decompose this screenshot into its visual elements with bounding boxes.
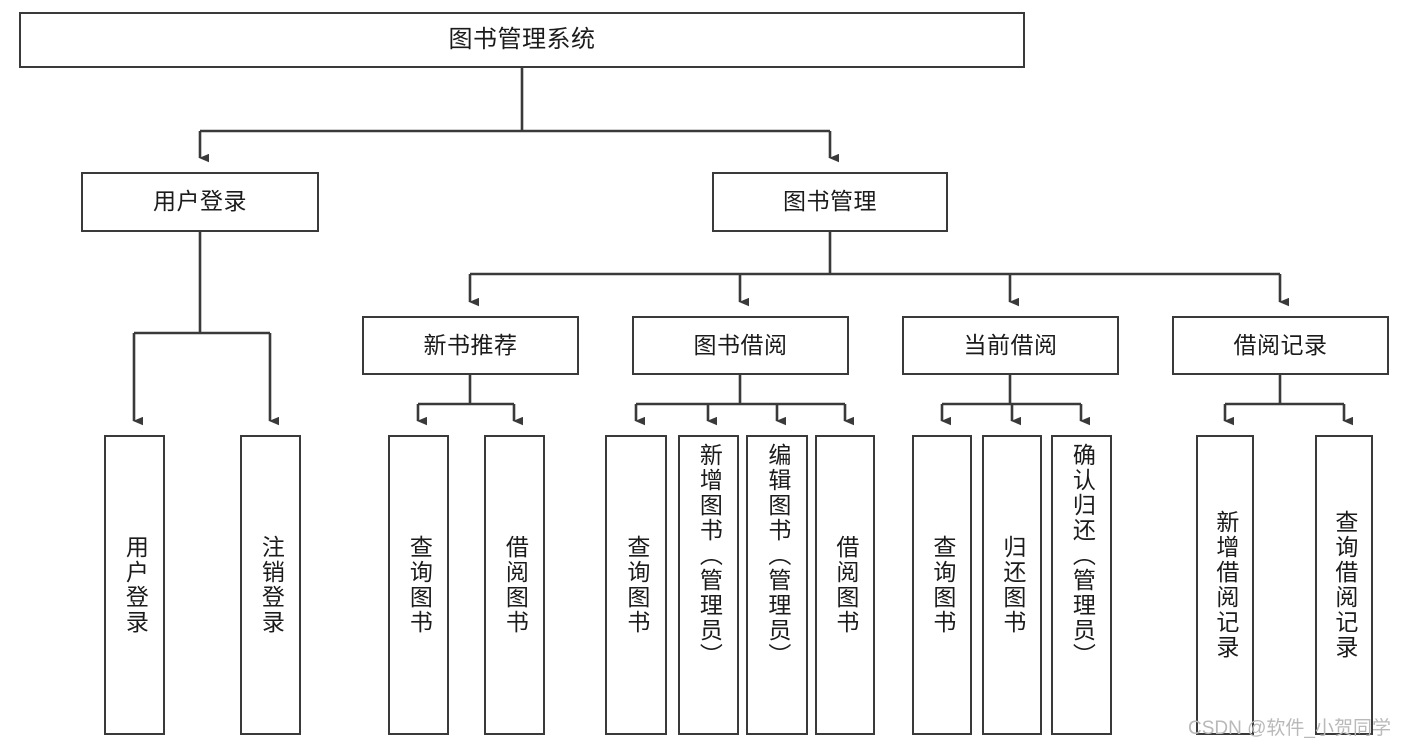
node-leaf-12[interactable]: 查询借阅记录 bbox=[1315, 435, 1373, 735]
node-label: 查询图书 bbox=[929, 535, 956, 635]
node-leaf-7[interactable]: 借阅图书 bbox=[815, 435, 875, 735]
node-leaf-10[interactable]: 确认归还（管理员） bbox=[1051, 435, 1112, 735]
node-label: 用户登录 bbox=[153, 188, 247, 215]
node-leaf-9[interactable]: 归还图书 bbox=[982, 435, 1042, 735]
node-label: 编辑图书（管理员） bbox=[764, 443, 791, 668]
node-label: 查询借阅记录 bbox=[1331, 510, 1358, 660]
node-label: 图书管理系统 bbox=[448, 25, 596, 53]
node-label: 借阅图书 bbox=[832, 535, 859, 635]
node-label: 新书推荐 bbox=[423, 331, 518, 358]
node-label: 当前借阅 bbox=[963, 331, 1058, 358]
node-branch-0[interactable]: 用户登录 bbox=[81, 172, 319, 232]
node-branch-2[interactable]: 当前借阅 bbox=[902, 316, 1119, 375]
node-label: 图书借阅 bbox=[693, 331, 788, 358]
node-label: 新增借阅记录 bbox=[1212, 510, 1239, 660]
node-label: 注销登录 bbox=[258, 535, 285, 635]
node-label: 查询图书 bbox=[406, 535, 433, 635]
node-label: 查询图书 bbox=[623, 535, 650, 635]
node-label: 用户登录 bbox=[122, 535, 149, 635]
node-branch-0[interactable]: 新书推荐 bbox=[362, 316, 579, 375]
node-label: 归还图书 bbox=[999, 535, 1026, 635]
node-leaf-2[interactable]: 查询图书 bbox=[388, 435, 449, 735]
node-leaf-8[interactable]: 查询图书 bbox=[912, 435, 972, 735]
node-leaf-3[interactable]: 借阅图书 bbox=[484, 435, 545, 735]
node-leaf-5[interactable]: 新增图书（管理员） bbox=[678, 435, 739, 735]
node-leaf-6[interactable]: 编辑图书（管理员） bbox=[746, 435, 808, 735]
node-leaf-1[interactable]: 注销登录 bbox=[240, 435, 301, 735]
node-label: 新增图书（管理员） bbox=[696, 443, 723, 668]
node-branch-3[interactable]: 借阅记录 bbox=[1172, 316, 1389, 375]
node-label: 确认归还（管理员） bbox=[1069, 443, 1096, 668]
node-root-system[interactable]: 图书管理系统 bbox=[19, 12, 1025, 68]
node-leaf-0[interactable]: 用户登录 bbox=[104, 435, 165, 735]
node-branch-1[interactable]: 图书管理 bbox=[712, 172, 948, 232]
watermark-text: CSDN @软件_小贺同学 bbox=[1188, 718, 1391, 739]
node-leaf-4[interactable]: 查询图书 bbox=[605, 435, 667, 735]
node-label: 图书管理 bbox=[783, 188, 877, 215]
node-leaf-11[interactable]: 新增借阅记录 bbox=[1196, 435, 1254, 735]
node-branch-1[interactable]: 图书借阅 bbox=[632, 316, 849, 375]
node-label: 借阅记录 bbox=[1233, 331, 1328, 358]
node-label: 借阅图书 bbox=[502, 535, 529, 635]
